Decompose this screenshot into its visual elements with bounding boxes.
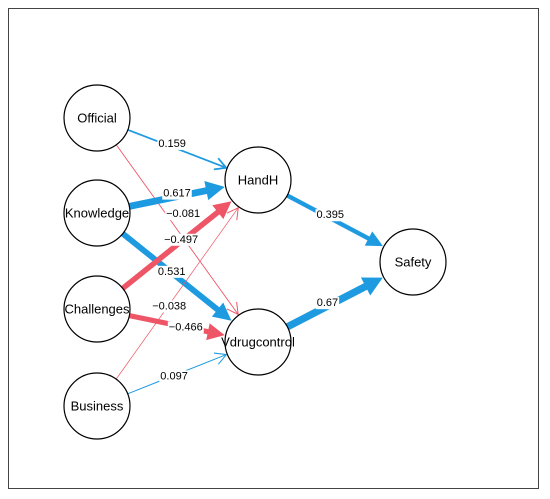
edge-label-challenges-handh: −0.497	[163, 233, 200, 246]
edge-label-handh-safety: 0.395	[315, 209, 346, 222]
node-circle	[224, 146, 292, 214]
edge-arrowhead	[212, 201, 232, 220]
node-circle	[63, 84, 131, 152]
node-label: Vdrugcontrol	[221, 335, 295, 350]
edge-label-knowledge-vdrugcontrol: 0.531	[156, 265, 187, 278]
edge-label-background	[163, 233, 200, 246]
node-business: Business	[63, 372, 131, 440]
node-label: Official	[77, 111, 117, 126]
edge-weight-label: −0.038	[152, 300, 186, 312]
node-circle	[63, 372, 131, 440]
edge-weight-label: 0.531	[158, 266, 186, 278]
edge-label-background	[159, 370, 189, 383]
edge-weight-label: 0.395	[317, 209, 345, 221]
edge-label-business-vdrugcontrol: 0.097	[159, 370, 189, 383]
edge-label-background	[157, 137, 187, 150]
edge-official-vdrugcontrol	[115, 144, 239, 316]
edge-label-background	[156, 265, 187, 278]
node-challenges: Challenges	[63, 275, 131, 343]
edge-label-background	[151, 300, 188, 313]
node-label: Business	[71, 399, 124, 414]
edge-label-background	[165, 208, 202, 221]
edge-business-handh	[115, 206, 239, 380]
edge-weight-label: −0.466	[169, 321, 203, 333]
edge-line	[115, 207, 239, 380]
edge-line	[115, 144, 239, 315]
edge-label-challenges-vdrugcontrol: −0.466	[167, 321, 204, 334]
node-label: Challenges	[64, 302, 130, 317]
edge-labels-layer: 0.159 −0.081 0.617 0.531 −0.497 −0.466 −0.038 0…	[151, 137, 346, 383]
edge-label-background	[162, 187, 192, 200]
node-label: Knowledge	[65, 206, 129, 221]
edge-arrowhead	[206, 323, 225, 341]
edge-label-background	[315, 297, 340, 310]
edge-arrowhead	[213, 352, 228, 365]
edge-weight-label: −0.497	[164, 234, 198, 246]
node-handh: HandH	[224, 146, 292, 214]
node-label: Safety	[395, 255, 432, 270]
edge-arrowhead	[226, 301, 239, 316]
edge-weight-label: 0.159	[158, 138, 186, 150]
edge-weight-label: 0.617	[163, 188, 191, 200]
edge-label-official-vdrugcontrol: −0.081	[165, 208, 202, 221]
node-circle	[224, 308, 292, 376]
edge-label-background	[315, 209, 346, 222]
node-circle	[63, 179, 131, 247]
node-circle	[379, 228, 447, 296]
edge-label-vdrugcontrol-safety: 0.67	[315, 297, 340, 310]
edge-challenges-handh	[121, 201, 232, 291]
node-label: HandH	[238, 173, 278, 188]
edge-weight-label: 0.097	[160, 370, 188, 382]
node-vdrugcontrol: Vdrugcontrol	[221, 308, 295, 376]
edge-arrowhead	[204, 181, 225, 201]
node-official: Official	[63, 84, 131, 152]
node-safety: Safety	[379, 228, 447, 296]
edge-label-background	[167, 321, 204, 334]
edge-arrowhead	[213, 157, 228, 171]
edge-weight-label: −0.081	[166, 208, 200, 220]
edge-line	[121, 209, 221, 291]
edge-arrowhead	[211, 302, 232, 321]
edge-arrowhead	[226, 206, 239, 221]
edge-arrowhead	[364, 231, 383, 247]
edge-arrowhead	[360, 277, 383, 296]
edge-label-business-handh: −0.038	[151, 300, 188, 313]
edge-label-official-handh: 0.159	[157, 137, 187, 150]
edge-label-knowledge-handh: 0.617	[162, 187, 192, 200]
node-circle	[63, 275, 131, 343]
edge-weight-label: 0.67	[317, 297, 338, 309]
node-knowledge: Knowledge	[63, 179, 131, 247]
